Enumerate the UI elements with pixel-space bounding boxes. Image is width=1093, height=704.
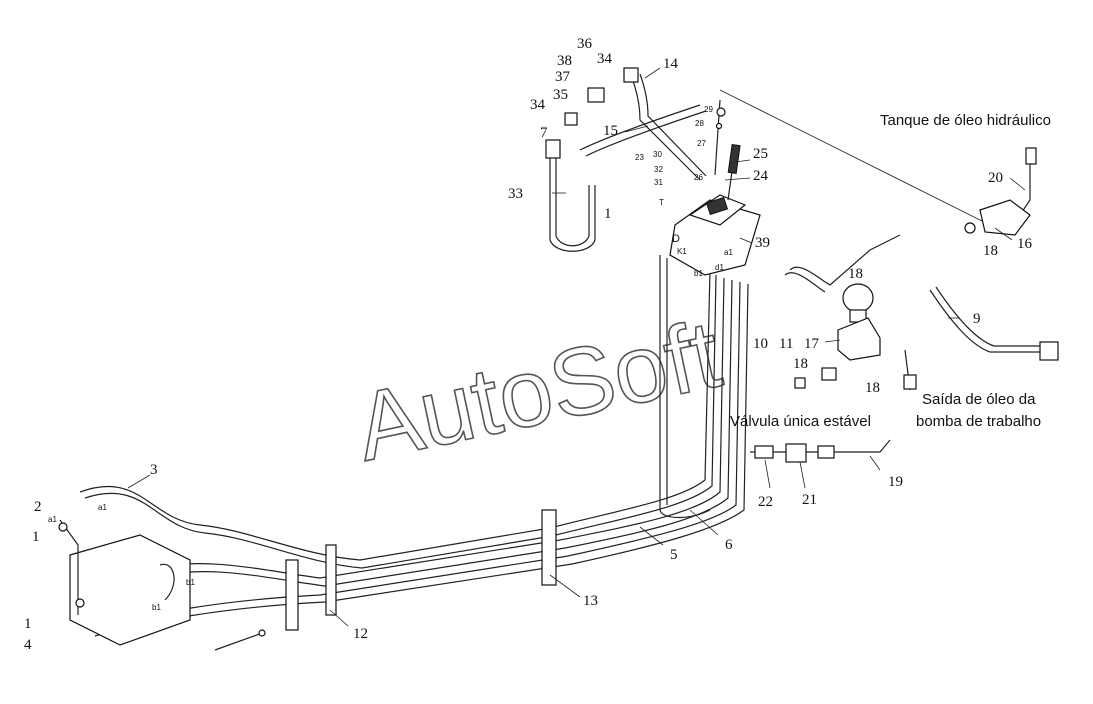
fitting-34 [564, 112, 578, 126]
label-38: 38 [557, 53, 572, 69]
tank-fittings [964, 147, 1037, 236]
leader-lines [127, 67, 1026, 627]
label-a1-left: a1 [48, 515, 57, 524]
label-29: 29 [704, 105, 713, 114]
label-26: 26 [694, 173, 703, 182]
label-25: 25 [753, 146, 768, 162]
label-7: 7 [540, 125, 548, 141]
clamp-13 [541, 509, 557, 586]
fitting-7 [545, 139, 561, 159]
label-18-loop: 18 [848, 266, 863, 282]
small-labels: 23 26 27 28 29 30 32 31 T D K1 a1 b1 d1 … [48, 105, 733, 612]
plug-10 [794, 377, 806, 389]
tee-35 [587, 87, 605, 103]
label-a1-valve: a1 [724, 248, 733, 257]
label-17: 17 [804, 336, 820, 352]
label-10: 10 [753, 336, 768, 352]
label-1-upper: 1 [32, 529, 40, 545]
label-9: 9 [973, 311, 981, 327]
label-12: 12 [353, 626, 368, 642]
label-33: 33 [508, 186, 523, 202]
label-27: 27 [697, 139, 706, 148]
label-18-tank: 18 [983, 243, 998, 259]
label-5: 5 [670, 547, 678, 563]
control-valve-39 [669, 144, 761, 276]
fitting-18d [903, 374, 917, 390]
caption-pump-line1: Saída de óleo da [922, 391, 1036, 408]
label-4: 4 [24, 637, 32, 653]
label-23: 23 [635, 153, 644, 162]
label-a1-left2: a1 [98, 503, 107, 512]
handle-25 [727, 144, 741, 174]
label-b1-valve: b1 [694, 269, 703, 278]
fitting-14 [623, 67, 639, 83]
lower-left-valve [58, 519, 191, 646]
label-31: 31 [654, 178, 663, 187]
label-13: 13 [583, 593, 598, 609]
label-15: 15 [603, 123, 618, 139]
caption-tank: Tanque de óleo hidráulico [880, 112, 1051, 129]
label-b1-left: b1 [186, 578, 195, 587]
bolt-12 [214, 631, 266, 651]
label-35: 35 [553, 87, 568, 103]
fitting-18c [821, 367, 837, 381]
label-22: 22 [758, 494, 773, 510]
label-b1-left2: b1 [152, 603, 161, 612]
label-36: 36 [577, 36, 593, 52]
label-18-mid: 18 [793, 356, 808, 372]
captions: Tanque de óleo hidráulico Saída de óleo … [730, 112, 1051, 430]
label-2: 2 [34, 499, 42, 515]
bracket-12 [325, 544, 337, 616]
label-T: T [659, 198, 664, 207]
label-28: 28 [695, 119, 704, 128]
fitting-16 [979, 199, 1031, 236]
label-D: D [672, 233, 680, 245]
label-18-low: 18 [865, 380, 880, 396]
label-24: 24 [753, 168, 769, 184]
upper-hoses [545, 67, 707, 252]
label-20: 20 [988, 170, 1003, 186]
part-number-labels: 1 1 1 2 3 4 5 6 7 9 10 11 12 13 14 15 16… [24, 36, 1033, 653]
label-21: 21 [802, 492, 817, 508]
label-34-upper: 34 [597, 51, 613, 67]
single-valve-21 [750, 439, 891, 463]
label-d1-valve: d1 [715, 263, 724, 272]
label-1-lower: 1 [24, 616, 32, 632]
label-30: 30 [653, 150, 662, 159]
label-16: 16 [1017, 236, 1033, 252]
label-32: 32 [654, 165, 663, 174]
label-K1: K1 [677, 247, 687, 256]
label-11: 11 [779, 336, 793, 352]
control-cable [719, 89, 1001, 231]
clamp-12 [285, 559, 299, 631]
label-1-mid: 1 [604, 206, 612, 222]
caption-valve: Válvula única estável [730, 413, 871, 430]
hose-18 [789, 234, 901, 286]
watermark-text: AutoSoft [347, 300, 729, 481]
label-39: 39 [755, 235, 770, 251]
label-3: 3 [150, 462, 158, 478]
label-14: 14 [663, 56, 679, 72]
label-19: 19 [888, 474, 903, 490]
priority-valve-17 [837, 283, 881, 361]
caption-pump-line2: bomba de trabalho [916, 413, 1041, 430]
label-37: 37 [555, 69, 571, 85]
label-34-lower: 34 [530, 97, 546, 113]
label-6: 6 [725, 537, 733, 553]
hose-9 [929, 289, 1040, 353]
